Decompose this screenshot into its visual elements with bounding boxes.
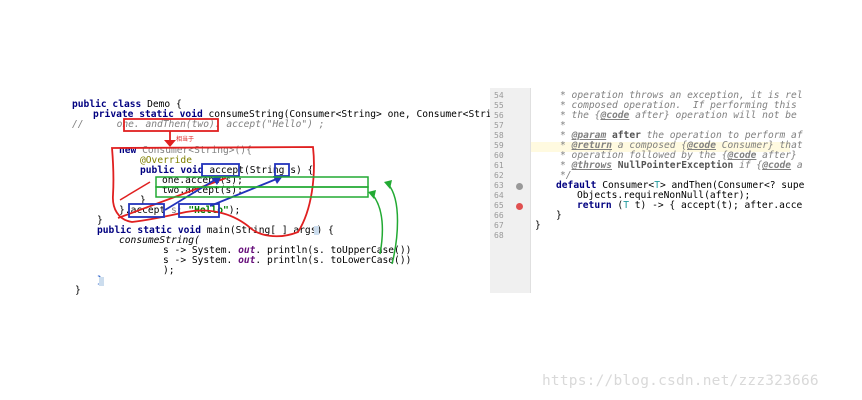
code-line-4: new Consumer<String>(){	[119, 145, 252, 156]
code-line-8: two.accept(s);	[162, 185, 243, 196]
code-line-18: }	[75, 285, 81, 296]
red-arrow-head-icon	[164, 140, 176, 147]
line-number: 57	[494, 121, 504, 130]
line-number: 55	[494, 101, 504, 110]
blue-arrow-head-icon	[273, 176, 283, 184]
line-number: 54	[494, 91, 504, 100]
line-number: 68	[494, 231, 504, 240]
source-line-55: * composed operation. If performing this	[560, 100, 797, 111]
red-outline	[111, 146, 315, 238]
blue-box-accept-call	[128, 203, 165, 218]
line-number: 58	[494, 131, 504, 140]
line-number: 64	[494, 191, 504, 200]
red-diagonal-line	[119, 181, 151, 201]
code-line-16: );	[163, 265, 175, 276]
blue-arrow-line	[209, 177, 280, 207]
green-arrow-curve	[387, 183, 399, 265]
line-number: 65	[494, 201, 504, 210]
code-line-15: s -> System. out. println(s. toLowerCase…	[163, 255, 412, 266]
source-line-54: * operation throws an exception, it is r…	[560, 90, 803, 101]
green-arrow-curve	[371, 193, 384, 255]
source-line-64: Objects.requireNonNull(after);	[577, 190, 751, 201]
source-line-61: * @throws NullPointerException if {@code…	[560, 160, 803, 171]
source-line-60: * operation followed by the {@code after…	[560, 150, 797, 161]
line-number: 66	[494, 211, 504, 220]
line-number: 60	[494, 151, 504, 160]
code-line-5: @Override	[140, 155, 192, 166]
blue-box-param-s	[274, 163, 290, 177]
line-number-gutter: 54 55 56 57 58 59 60 61 62 63 64 65 66 6…	[490, 88, 531, 293]
green-arrow-head-icon	[368, 190, 376, 199]
blue-arrow-line	[164, 177, 219, 211]
source-line-59: * @return a composed {@code Consumer} th…	[560, 140, 803, 151]
source-line-58: * @param after the operation to perform …	[560, 130, 803, 141]
code-line-14: s -> System. out. println(s. toUpperCase…	[163, 245, 412, 256]
line-number: 61	[494, 161, 504, 170]
override-marker-icon[interactable]	[516, 183, 523, 190]
code-line-13: consumeString(	[119, 235, 200, 246]
code-line-9: }	[140, 195, 146, 206]
watermark-text: https://blog.csdn.net/zzz323666	[542, 373, 819, 389]
source-line-57: *	[560, 120, 566, 131]
blue-arrow-head-icon	[212, 176, 222, 185]
annotation-note: 相当于	[176, 136, 195, 143]
code-line-11: }	[97, 215, 103, 226]
line-number: 59	[494, 141, 504, 150]
source-line-65: return (T t) -> { accept(t); after.acce	[577, 200, 803, 211]
right-source-panel: 54 55 56 57 58 59 60 61 62 63 64 65 66 6…	[490, 88, 804, 293]
blue-box-hello	[178, 203, 220, 218]
code-line-1: public class Demo {	[72, 99, 182, 110]
source-line-66: }	[556, 210, 562, 221]
blue-box-accept	[201, 163, 240, 177]
code-line-6: public void accept(String s) {	[140, 165, 314, 176]
line-number: 67	[494, 221, 504, 230]
code-line-7: one.accept(s);	[162, 175, 243, 186]
line-number: 56	[494, 111, 504, 120]
source-line-56: * the {@code after} operation will not b…	[560, 110, 797, 121]
source-line-67: }	[535, 220, 541, 231]
red-highlight-box	[123, 118, 219, 132]
line-number: 62	[494, 171, 504, 180]
source-line-62: */	[560, 170, 572, 181]
current-line-highlight	[531, 142, 790, 152]
green-arrow-head-icon	[384, 180, 392, 189]
code-line-12: public static void main(String[ ] args) …	[97, 225, 334, 236]
line-number: 63	[494, 181, 504, 190]
breakpoint-icon[interactable]	[516, 203, 523, 210]
source-line-63: default Consumer<T> andThen(Consumer<? s…	[556, 180, 805, 191]
caret-marker	[314, 226, 319, 235]
brace-match-marker	[99, 277, 104, 286]
